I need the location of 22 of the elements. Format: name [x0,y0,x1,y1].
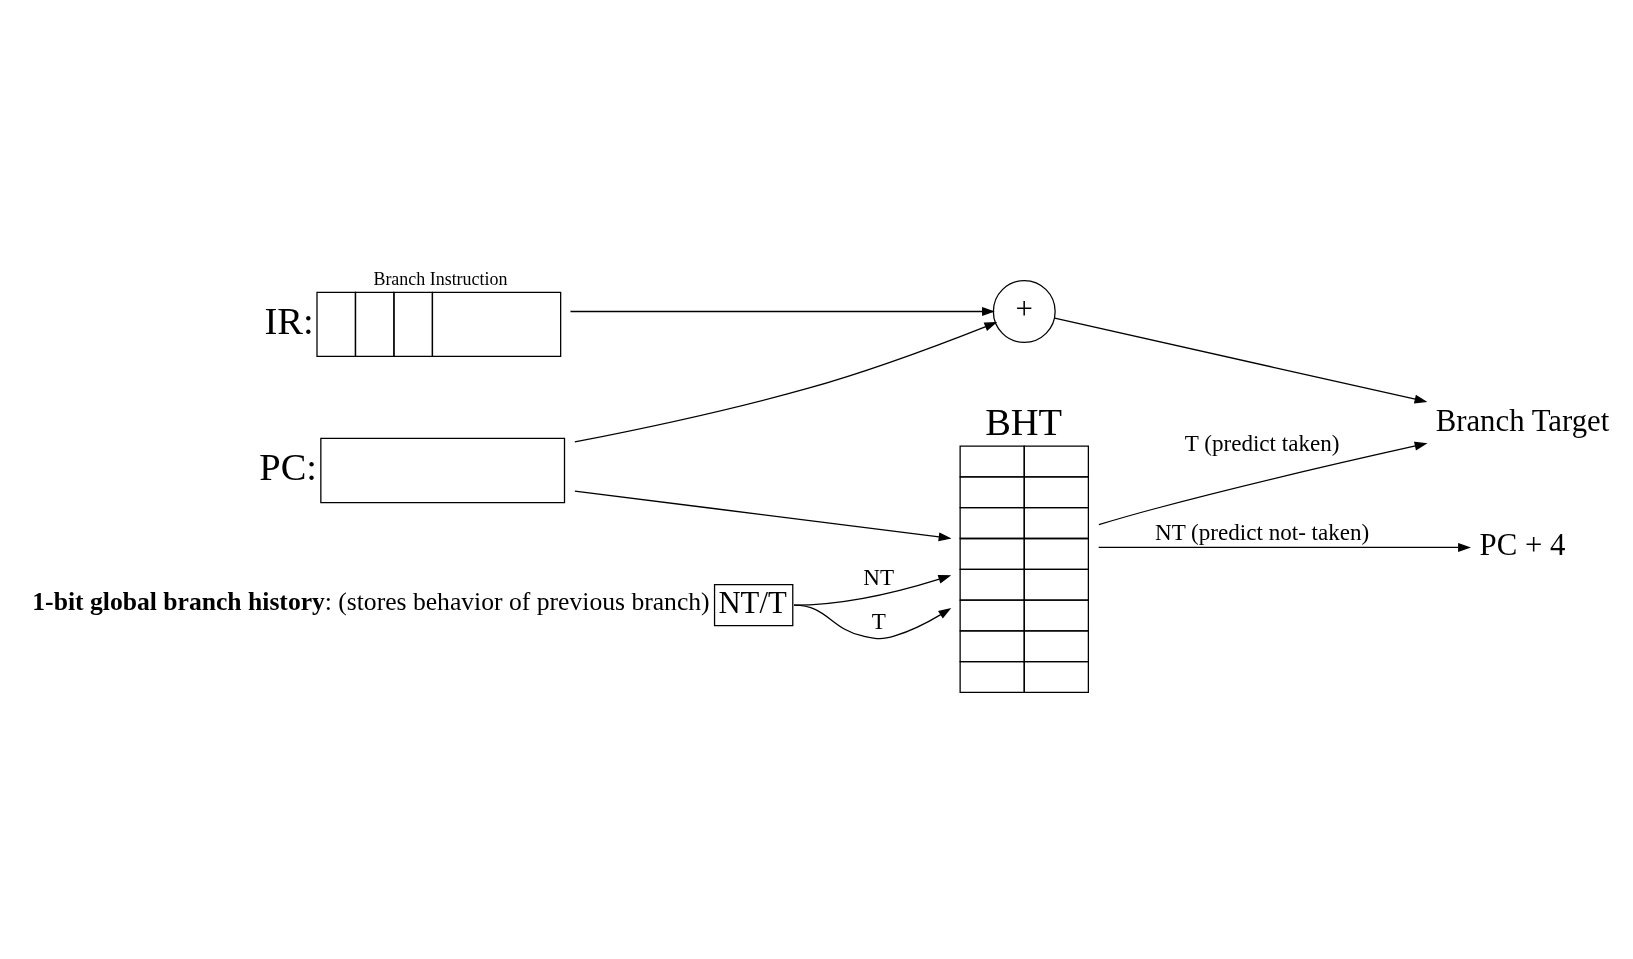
node-box [320,437,566,504]
edge-label: NT [863,564,895,591]
edge-label: T [871,607,886,634]
node-label: Branch Instruction [373,268,508,289]
arrow [793,604,952,640]
arrow [574,490,952,542]
arrow [1054,317,1428,404]
node-label: IR: [264,299,314,342]
node-label: PC: [259,446,318,489]
arrow [1098,441,1428,526]
arrow [569,307,995,316]
node-text: PC + 4 [1479,528,1566,563]
node-label: 1-bit global branch history: (stores behavior of previous branch) [32,587,710,617]
edge-label: T (predict taken) [1184,429,1340,456]
node-text: Branch Target [1435,404,1610,439]
node-box: NT/T [713,584,794,627]
arrow [793,574,952,606]
arrow [574,322,998,443]
arrow [1098,542,1471,552]
edge-label: NT (predict not- taken) [1155,519,1370,546]
node-label: BHT [985,400,1063,443]
node-circle: + [992,280,1056,343]
